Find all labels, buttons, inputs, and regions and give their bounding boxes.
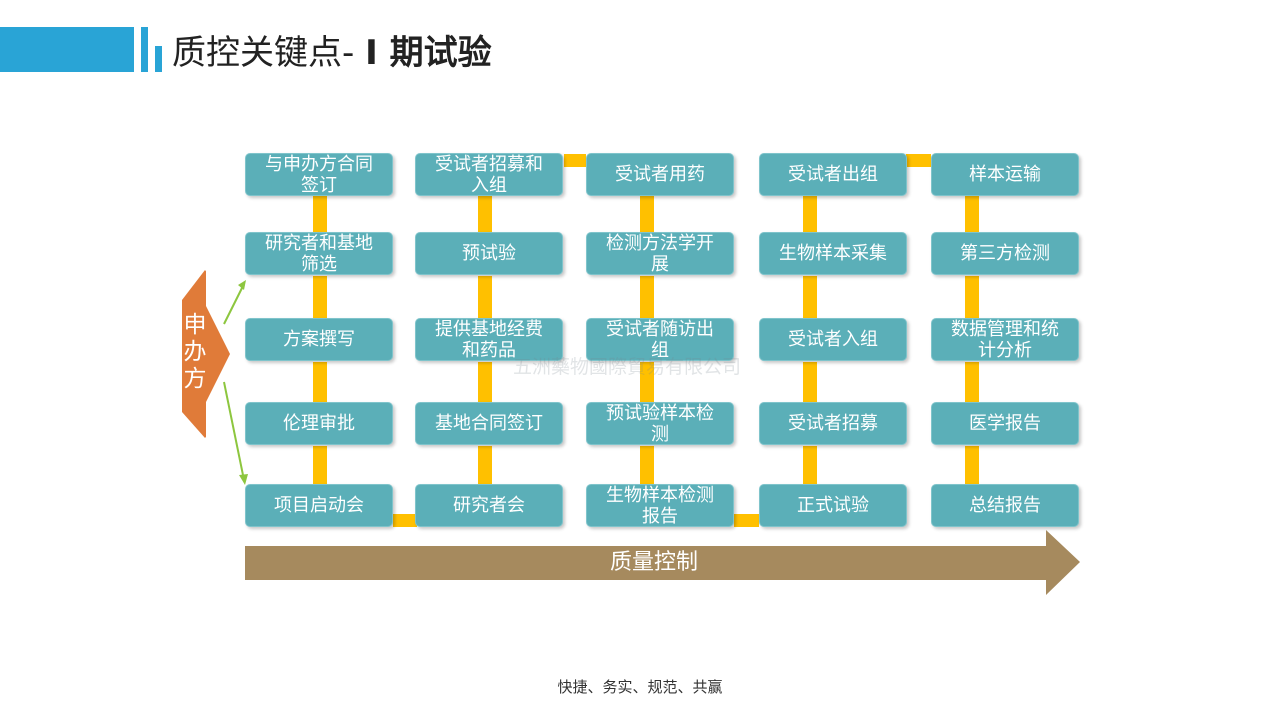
connector xyxy=(803,446,817,484)
connector xyxy=(393,514,417,527)
step-box: 第三方检测 xyxy=(931,232,1079,275)
connector xyxy=(313,446,327,484)
step-box: 研究者会 xyxy=(415,484,563,527)
connector xyxy=(803,196,817,232)
page-title-bold: I 期试验 xyxy=(365,33,492,73)
link-arrow-up xyxy=(223,283,245,325)
header-accent-bar xyxy=(0,27,134,72)
connector xyxy=(965,362,979,402)
page-title: 质控关键点- I 期试验 xyxy=(172,30,492,76)
step-box: 基地合同签订 xyxy=(415,402,563,445)
connector xyxy=(965,196,979,232)
step-box: 总结报告 xyxy=(931,484,1079,527)
step-box: 方案撰写 xyxy=(245,318,393,361)
connector xyxy=(965,276,979,318)
step-box: 正式试验 xyxy=(759,484,907,527)
connector xyxy=(478,276,492,318)
step-box: 研究者和基地 筛选 xyxy=(245,232,393,275)
step-box: 伦理审批 xyxy=(245,402,393,445)
step-box: 样本运输 xyxy=(931,153,1079,196)
connector xyxy=(478,362,492,402)
sponsor-arrow xyxy=(182,270,248,485)
connector xyxy=(803,362,817,402)
step-box: 受试者用药 xyxy=(586,153,734,196)
link-arrow-down xyxy=(223,381,245,481)
connector xyxy=(906,154,931,167)
sponsor-label: 申 办 方 xyxy=(183,312,207,392)
connector xyxy=(313,196,327,232)
step-box: 提供基地经费 和药品 xyxy=(415,318,563,361)
step-box: 预试验 xyxy=(415,232,563,275)
connector xyxy=(313,362,327,402)
step-box: 受试者招募 xyxy=(759,402,907,445)
step-box: 医学报告 xyxy=(931,402,1079,445)
connector xyxy=(640,196,654,232)
step-box: 生物样本检测 报告 xyxy=(586,484,734,527)
connector xyxy=(803,276,817,318)
header-accent-bar-thin xyxy=(155,46,162,72)
connector xyxy=(965,446,979,484)
connector xyxy=(478,196,492,232)
step-box: 受试者入组 xyxy=(759,318,907,361)
connector xyxy=(640,446,654,484)
connector xyxy=(313,276,327,318)
step-box: 受试者随访出 组 xyxy=(586,318,734,361)
step-box: 受试者出组 xyxy=(759,153,907,196)
connector xyxy=(734,514,759,527)
watermark: 五洲藥物國際貿易有限公司 xyxy=(513,356,742,378)
step-box: 检测方法学开 展 xyxy=(586,232,734,275)
quality-arrow-label: 质量控制 xyxy=(609,550,698,575)
page-title-main: 质控关键点- xyxy=(172,33,366,73)
connector xyxy=(478,446,492,484)
connector xyxy=(640,276,654,318)
quality-arrow xyxy=(245,530,1080,595)
header-accent-bar-mid xyxy=(141,27,148,72)
step-box: 生物样本采集 xyxy=(759,232,907,275)
step-box: 与申办方合同 签订 xyxy=(245,153,393,196)
step-box: 预试验样本检 测 xyxy=(586,402,734,445)
connector xyxy=(640,362,654,402)
step-box: 项目启动会 xyxy=(245,484,393,527)
step-box: 受试者招募和 入组 xyxy=(415,153,563,196)
footer-slogan: 快捷、务实、规范、共赢 xyxy=(557,678,723,696)
step-box: 数据管理和统 计分析 xyxy=(931,318,1079,361)
connector xyxy=(564,154,586,167)
